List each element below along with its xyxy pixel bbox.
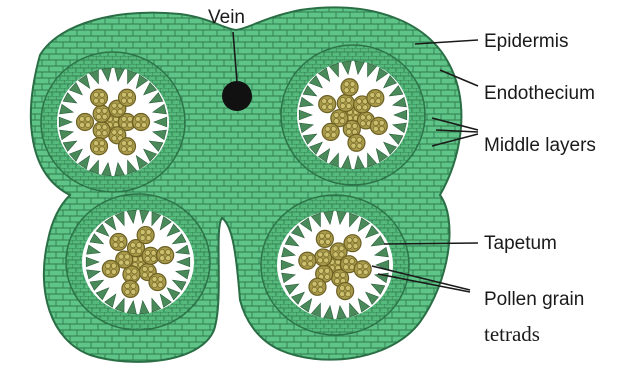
pollen-tetrad — [157, 247, 174, 264]
pollen-tetrad — [367, 90, 384, 107]
pollen-tetrad — [337, 95, 354, 112]
tetrads-label: tetrads — [484, 324, 540, 345]
pollen-tetrad — [91, 89, 108, 106]
pollen-tetrad — [337, 283, 354, 300]
pollen-tetrad — [315, 249, 332, 266]
pollen-tetrad — [354, 261, 371, 278]
pollen-tetrad — [149, 274, 166, 291]
pollen-tetrad — [370, 117, 387, 134]
pollen-tetrad — [77, 114, 94, 131]
pollen-tetrad — [122, 280, 139, 297]
pollen-tetrad — [133, 114, 150, 131]
pollen-tetrad — [119, 89, 136, 106]
pollen-tetrad — [299, 252, 316, 269]
pollen-tetrad — [322, 123, 339, 140]
pollen-tetrad — [344, 235, 361, 252]
endothecium-label: Endothecium — [484, 84, 595, 103]
pollen-tetrad — [348, 134, 365, 151]
pollen-grain-label: Pollen grain — [484, 290, 584, 309]
tapetum-label: Tapetum — [484, 234, 557, 253]
pollen-tetrad — [93, 122, 110, 139]
pollen-tetrad — [319, 96, 336, 113]
epidermis-label: Epidermis — [484, 32, 568, 51]
pollen-tetrad — [316, 230, 333, 247]
pollen-tetrad — [137, 227, 154, 244]
pollen-tetrad — [93, 105, 110, 122]
vein-dot — [222, 81, 252, 111]
pollen-tetrad — [119, 138, 136, 155]
pollen-tetrad — [91, 138, 108, 155]
tapetum-leader — [384, 243, 478, 244]
pollen-tetrad — [341, 79, 358, 96]
middle-layers-label: Middle layers — [484, 136, 596, 155]
pollen-tetrad — [309, 278, 326, 295]
pollen-tetrad — [102, 260, 119, 277]
pollen-tetrad — [110, 233, 127, 250]
vein-label: Vein — [208, 8, 245, 27]
